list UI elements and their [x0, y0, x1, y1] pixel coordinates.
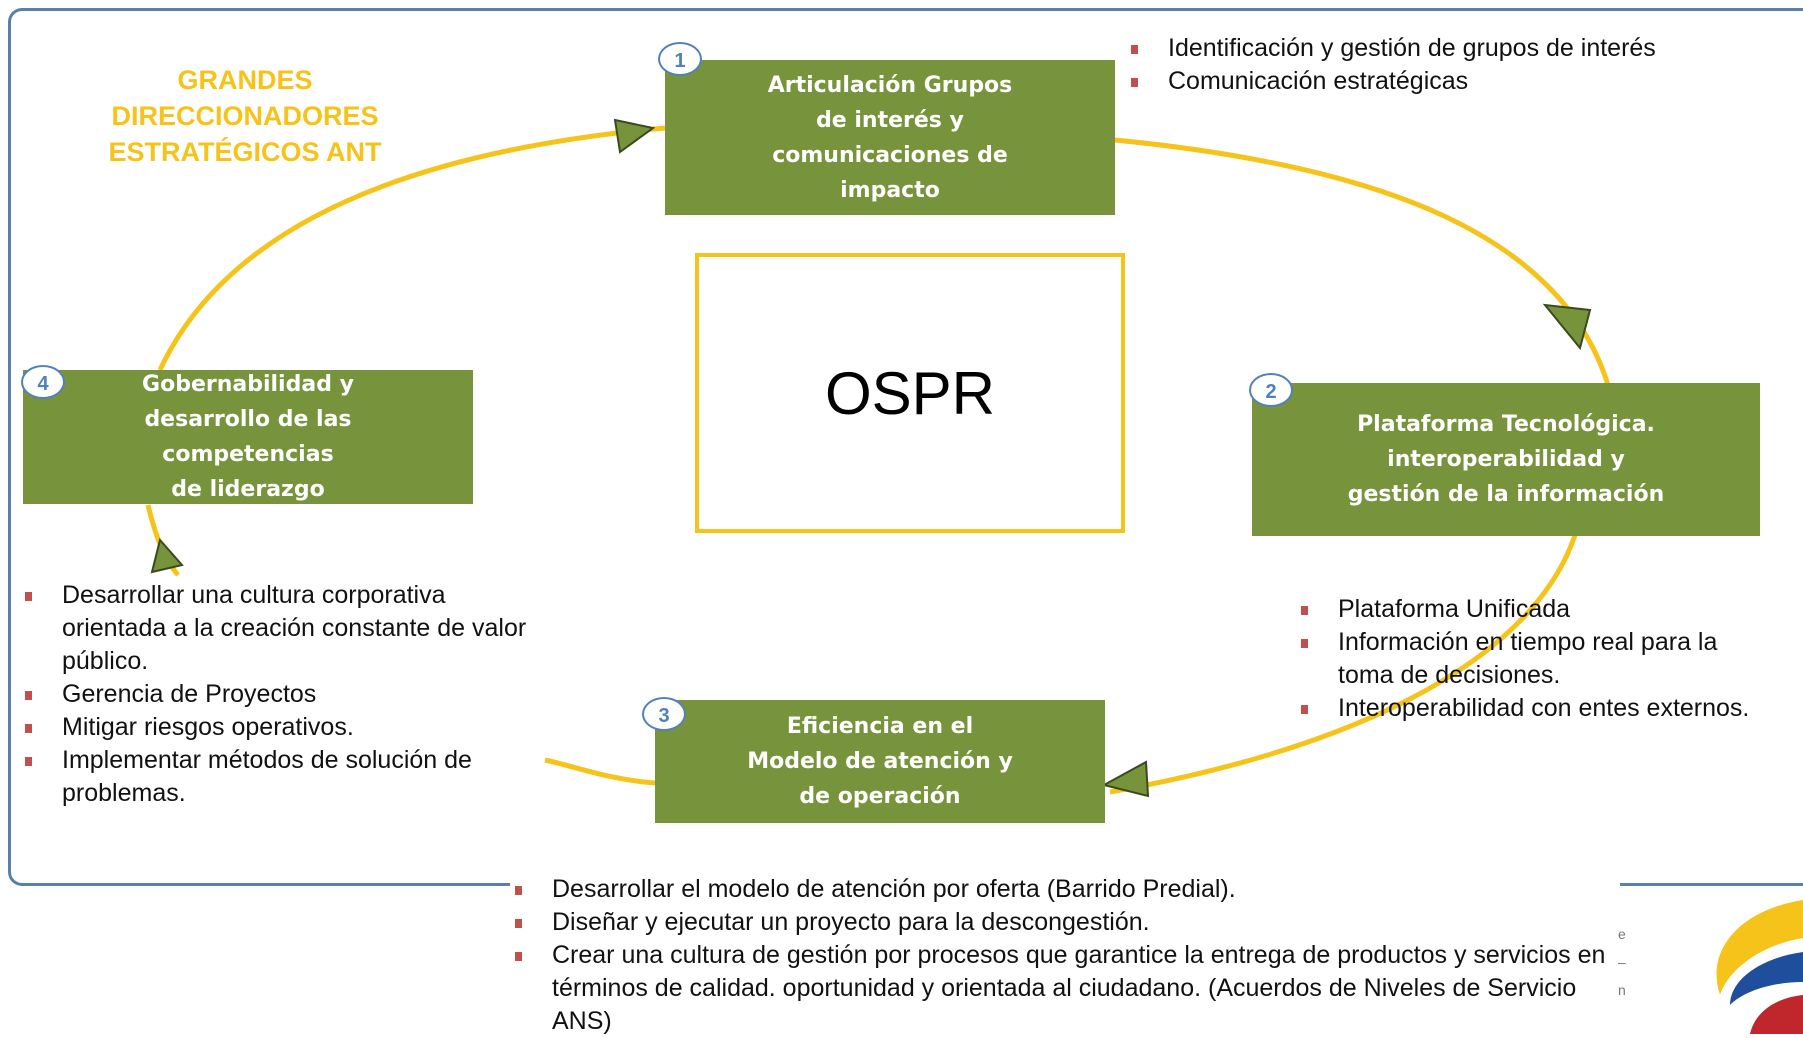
- box-articulacion: Articulación Grupos de interés y comunic…: [665, 60, 1115, 215]
- center-label: OSPR: [824, 359, 996, 427]
- box-eficiencia-label: Eficiencia en el Modelo de atención y de…: [747, 714, 1013, 809]
- cycle-arc-1-2: [1114, 137, 1611, 386]
- box-eficiencia: Eficiencia en el Modelo de atención y de…: [655, 700, 1105, 823]
- badge-4: 4: [21, 365, 65, 399]
- list-item: Información en tiempo real para la toma …: [1298, 626, 1768, 692]
- cycle-arc-3-4: [544, 757, 656, 786]
- list-item: Implementar métodos de solución de probl…: [22, 744, 532, 810]
- bullets-articulacion: Identificación y gestión de grupos de in…: [1128, 32, 1768, 98]
- logo-fragment: e–n: [1618, 926, 1626, 998]
- list-item: Desarrollar una cultura corporativa orie…: [22, 579, 532, 678]
- list-item: Gerencia de Proyectos: [22, 678, 532, 711]
- arrowhead-to-3: [1101, 760, 1150, 798]
- logo-red-stripe: [1750, 995, 1803, 1034]
- logo-yellow-stripe: [1716, 900, 1803, 995]
- box-articulacion-label: Articulación Grupos de interés y comunic…: [767, 72, 1013, 203]
- diagram-title: GRANDES DIRECCIONADORES ESTRATÉGICOS ANT: [108, 65, 382, 167]
- list-item: Crear una cultura de gestión por proceso…: [512, 939, 1617, 1038]
- list-item: Desarrollar el modelo de atención por of…: [512, 873, 1617, 906]
- list-item: Identificación y gestión de grupos de in…: [1128, 32, 1768, 65]
- cycle-arc-4-1: [157, 125, 666, 372]
- center-box: OSPR: [695, 253, 1125, 533]
- list-item: Comunicación estratégicas: [1128, 65, 1768, 98]
- logo-blue-stripe: [1730, 952, 1803, 1005]
- colombia-logo: [1716, 900, 1803, 1034]
- bullets-plataforma: Plataforma Unificada Información en tiem…: [1298, 593, 1768, 725]
- list-item: Plataforma Unificada: [1298, 593, 1768, 626]
- frame-gap: [510, 880, 1620, 892]
- badge-1: 1: [658, 42, 702, 76]
- box-plataforma: Plataforma Tecnológica. interoperabilida…: [1252, 383, 1760, 536]
- list-item: Interoperabilidad con entes externos.: [1298, 692, 1768, 725]
- arrowhead-to-2: [1542, 303, 1592, 351]
- box-gobernabilidad-label: Gobernabilidad y desarrollo de las compe…: [142, 372, 354, 502]
- bullets-gobernabilidad: Desarrollar una cultura corporativa orie…: [22, 579, 532, 810]
- badge-2: 2: [1249, 373, 1293, 407]
- box-gobernabilidad: Gobernabilidad y desarrollo de las compe…: [23, 370, 473, 504]
- cycle-arc-2-3: [1109, 534, 1578, 795]
- box-plataforma-label: Plataforma Tecnológica. interoperabilida…: [1347, 412, 1665, 507]
- arrowhead-to-4: [150, 537, 184, 574]
- list-item: Diseñar y ejecutar un proyecto para la d…: [512, 906, 1617, 939]
- bullets-eficiencia: Desarrollar el modelo de atención por of…: [512, 873, 1617, 1038]
- list-item: Mitigar riesgos operativos.: [22, 711, 532, 744]
- arrowhead-to-1: [613, 118, 656, 154]
- badge-3: 3: [642, 697, 686, 731]
